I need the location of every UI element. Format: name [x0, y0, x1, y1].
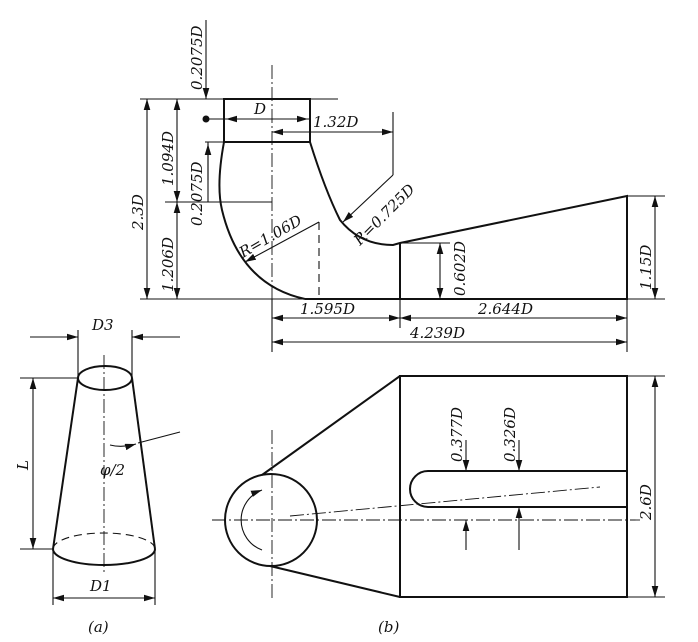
radius-label: R=0.725D	[349, 180, 418, 249]
cone-side	[131, 377, 156, 550]
elevation-view: 0.2075D D 1.32D 2.3D 1.094D 0.2075D 1.20…	[129, 20, 665, 352]
conical-draft-tube: D3 L φ/2 D1 (a)	[14, 316, 181, 636]
dim-label: 2.644D	[477, 300, 533, 318]
dim-label: D3	[91, 316, 114, 334]
dim-arrow	[244, 221, 320, 263]
dim-label: 0.2075D	[188, 161, 206, 226]
dim-label: 2.6D	[637, 484, 655, 521]
inlet-section	[223, 98, 311, 143]
pier-slot	[409, 470, 627, 508]
leader-line	[137, 431, 181, 444]
dim-label: 1.094D	[159, 131, 177, 186]
dim-label: 1.206D	[159, 237, 177, 292]
bottom-ellipse-back	[52, 532, 156, 550]
dim-arrow	[342, 174, 394, 223]
top-ellipse	[77, 365, 133, 391]
radius-label: R=1.06D	[235, 211, 305, 262]
dim-label: D1	[89, 577, 112, 595]
caption-b: (b)	[378, 618, 399, 636]
rotation-arrow	[240, 489, 263, 551]
dim-label: 0.326D	[501, 407, 519, 462]
dim-label: 1.32D	[313, 113, 358, 131]
dim-label: L	[14, 460, 32, 471]
outlet-block	[399, 375, 628, 598]
dim-label: 4.239D	[409, 324, 465, 342]
outer-curve	[218, 141, 306, 300]
cone-side	[52, 377, 79, 550]
centerline	[289, 486, 601, 517]
dim-label: φ/2	[100, 461, 125, 479]
dim-label: 0.2075D	[188, 25, 206, 90]
plan-view: 0.377D 0.326D 2.6D (b)	[212, 375, 665, 636]
dim-label: 1.595D	[300, 300, 355, 318]
dim-label: D	[253, 100, 266, 118]
angle-arc	[109, 443, 137, 451]
bottom-ellipse-front	[52, 548, 156, 566]
dim-label: 0.377D	[448, 407, 466, 462]
taper-line	[261, 375, 401, 476]
dim-label: 0.602D	[451, 241, 469, 296]
dim-label: 1.15D	[637, 245, 655, 290]
inner-curve-and-outlet	[305, 141, 628, 300]
taper-line	[269, 565, 401, 598]
dim-label: 2.3D	[129, 194, 147, 231]
caption-a: (a)	[88, 618, 109, 636]
